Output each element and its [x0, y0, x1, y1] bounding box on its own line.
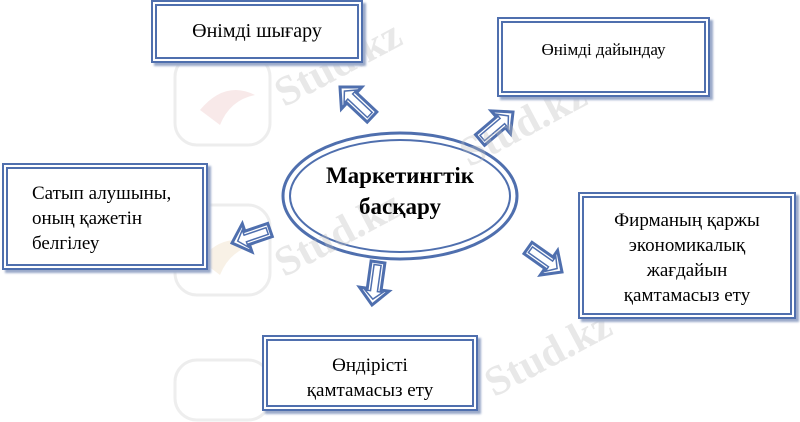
node-label: Өнімді шығару [192, 20, 322, 42]
node-production-support: Өндірісті қамтамасыз ету [262, 335, 478, 411]
node-label: Өндірісті қамтамасыз ету [306, 355, 434, 401]
arrow-inner-3 [527, 245, 558, 273]
node-label: Өнімді дайындау [541, 40, 666, 59]
node-financial-condition: Фирманың қаржы экономикалық жағдайын қам… [578, 192, 796, 319]
arrow-inner-4 [363, 263, 385, 301]
connector-arrows [229, 85, 564, 308]
node-customer-needs: Сатып алушыны, оның қажетін белгілеу [2, 163, 208, 270]
arrow-inner-2 [236, 226, 270, 249]
node-product-preparation: Өнімді дайындау [497, 17, 710, 97]
node-label: Фирманың қаржы экономикалық жағдайын қам… [614, 210, 760, 306]
center-ellipse [281, 131, 519, 261]
node-label: Сатып алушыны, оның қажетін белгілеу [32, 183, 172, 254]
arrow-inner-0 [343, 89, 374, 119]
center-label: Маркетингтік басқару [325, 163, 475, 219]
arrow-inner-1 [478, 113, 510, 142]
arrow-1 [473, 109, 515, 148]
center-ellipse-inner [289, 139, 511, 253]
node-product-release: Өнімді шығару [151, 0, 363, 63]
arrow-3 [521, 240, 564, 277]
arrow-0 [338, 85, 379, 125]
